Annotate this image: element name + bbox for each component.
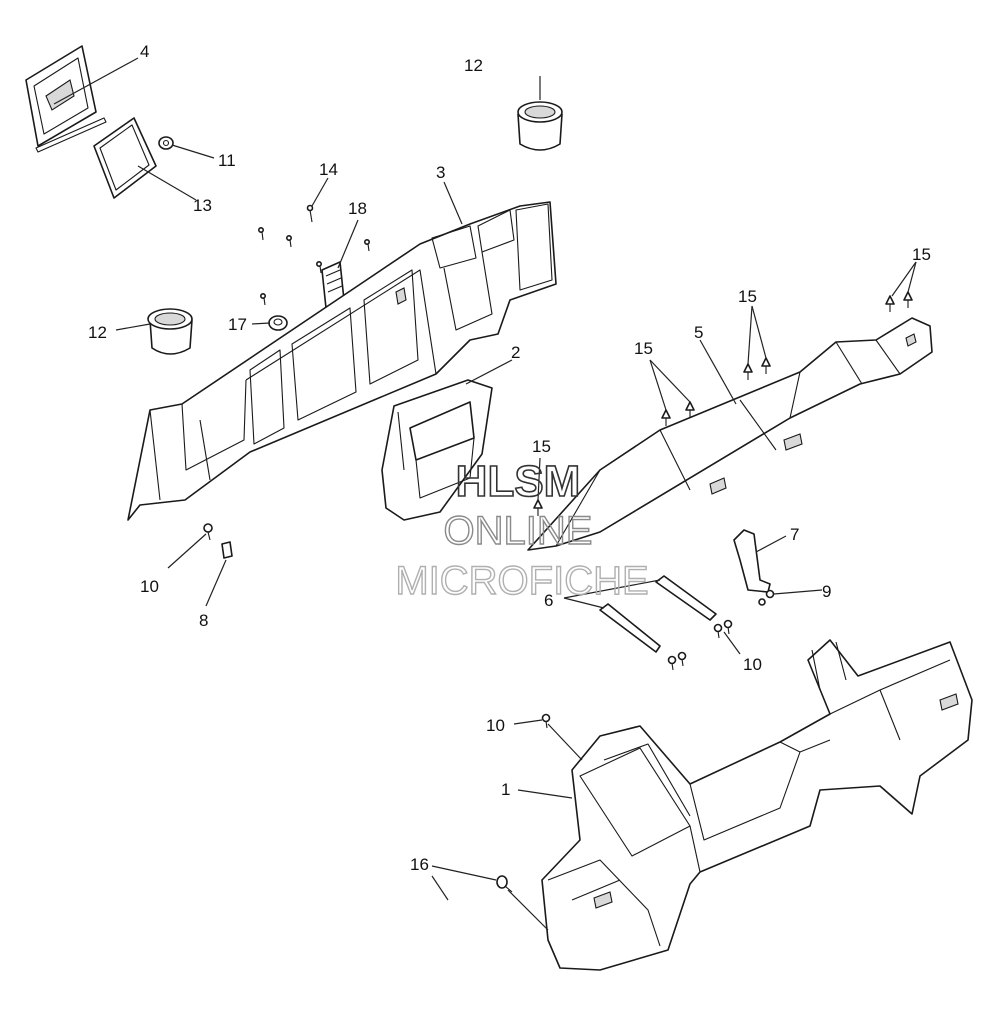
callout-3: 3 — [436, 163, 445, 182]
part-3-upper-dash — [127, 201, 557, 521]
part-1-lower-dash — [541, 639, 973, 971]
callout-4: 4 — [140, 42, 149, 61]
callout-11: 11 — [218, 151, 236, 170]
callout-17: 17 — [228, 315, 247, 334]
callout-5: 5 — [694, 323, 703, 342]
callout-labels: 4 12 11 13 14 3 18 15 15 15 5 12 17 2 15… — [88, 42, 931, 874]
part-18-vent — [321, 261, 345, 309]
part-13-gasket — [93, 117, 157, 199]
part-12-cupholder-top — [517, 101, 563, 151]
part-5-top-cover — [527, 317, 933, 551]
callout-10-lower: 10 — [486, 716, 505, 735]
part-10-fasteners — [203, 523, 733, 729]
callout-15-left: 15 — [634, 339, 653, 358]
watermark: HLSM ONLINE MICROFICHE — [395, 456, 650, 604]
callout-15-right: 15 — [912, 245, 931, 264]
part-6-strips — [599, 575, 717, 653]
part-11-nut — [158, 136, 174, 150]
callout-10-mid: 10 — [743, 655, 762, 674]
callout-12-left: 12 — [88, 323, 107, 342]
callout-10-left: 10 — [140, 577, 159, 596]
part-9-screw — [758, 589, 775, 606]
callout-15-lower: 15 — [532, 437, 551, 456]
callout-13: 13 — [193, 196, 212, 215]
part-4-bezel — [25, 45, 107, 153]
leader-lines — [53, 57, 917, 931]
part-14-screws — [257, 204, 370, 306]
callout-15-mid: 15 — [738, 287, 757, 306]
callout-18: 18 — [348, 199, 367, 218]
callout-2: 2 — [511, 343, 520, 362]
callout-16: 16 — [410, 855, 429, 874]
part-7-bracket — [733, 529, 771, 593]
callout-7: 7 — [790, 525, 799, 544]
watermark-microfiche: MICROFICHE — [395, 559, 648, 603]
watermark-hlsm: HLSM — [456, 457, 581, 506]
part-17-grommet — [268, 315, 288, 331]
part-12-cupholder-left — [147, 308, 193, 355]
callout-14: 14 — [319, 160, 338, 179]
part-8-clip — [221, 541, 233, 559]
callout-8: 8 — [199, 611, 208, 630]
watermark-online: ONLINE — [444, 509, 593, 553]
part-16-bolt — [496, 875, 513, 893]
part-2-glovebox — [381, 379, 493, 521]
callout-12-top: 12 — [464, 56, 483, 75]
callout-9: 9 — [822, 582, 831, 601]
callout-6: 6 — [544, 591, 553, 610]
callout-1: 1 — [501, 780, 510, 799]
part-15-pins — [533, 291, 913, 516]
